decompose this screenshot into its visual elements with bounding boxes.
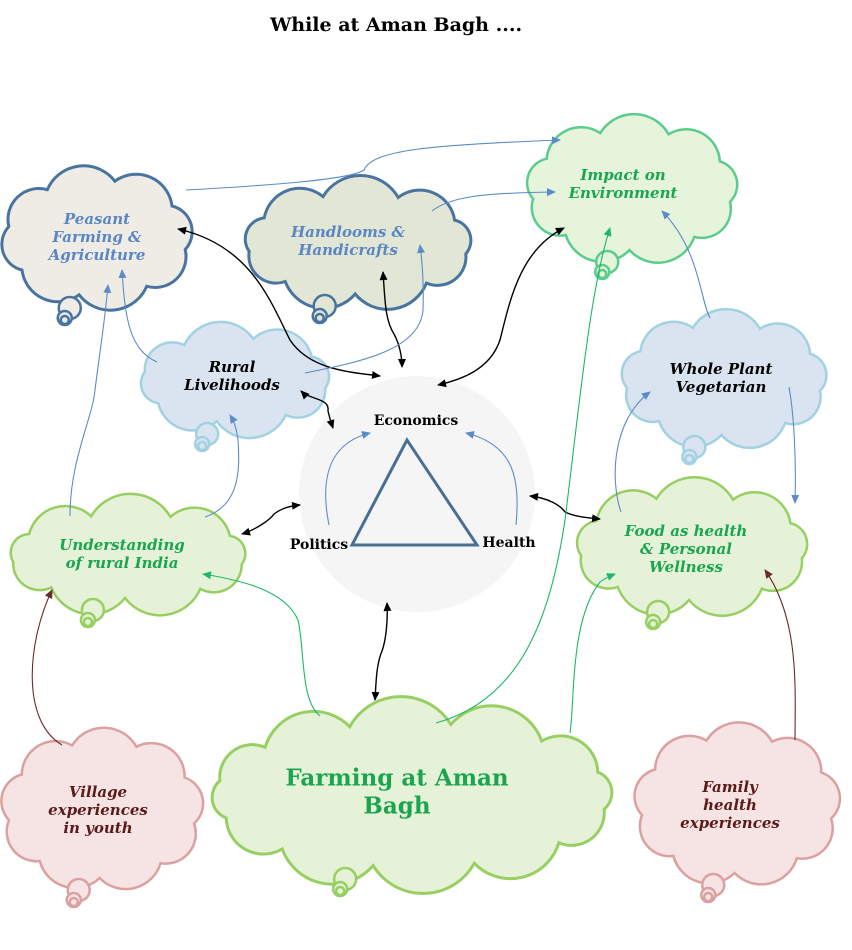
connector-peasant-environment [185, 136, 561, 191]
diagram-title: While at Aman Bagh .... [269, 14, 523, 36]
food-as-health-label: Food as health & Personal Wellness [624, 522, 748, 576]
connector-food-health [529, 492, 601, 523]
cloud-shape-village [0, 726, 205, 891]
vegetarian-label: Whole Plant Vegetarian [669, 360, 773, 396]
economics-label: Economics [373, 413, 459, 429]
cloud-vegetarian [620, 307, 828, 466]
connector-environment-economics [437, 227, 565, 388]
politics-label: Politics [289, 537, 349, 553]
thought-bubble-handlooms-2 [314, 312, 325, 324]
thought-bubble-farming-2 [334, 885, 346, 897]
cloud-shape-vegetarian [620, 307, 828, 450]
peasant-farming-label: Peasant Farming & Agriculture [48, 210, 146, 264]
connector-peasant-economics [177, 226, 381, 379]
cloud-shape-peasant [0, 164, 194, 312]
handlooms-label: Handlooms & Handicrafts [290, 223, 406, 259]
connector-rural-handlooms [304, 244, 426, 374]
cloud-farming [210, 695, 614, 898]
cloud-food [575, 476, 809, 631]
cloud-shape-food [575, 476, 809, 617]
connector-rural-peasant [118, 269, 158, 363]
connector-handlooms-economics [379, 271, 406, 368]
connector-health-economics [465, 431, 518, 526]
thought-bubble-vegetarian-2 [684, 453, 695, 465]
cloud-shape-environment [525, 112, 739, 264]
village-experiences-label: Village experiences in youth [48, 783, 148, 837]
connector-farming-hub [371, 602, 392, 701]
cloud-village [0, 726, 205, 909]
cloud-environment [525, 112, 739, 281]
connector-farming-understanding [202, 571, 321, 717]
cloud-shape-farming [210, 695, 614, 895]
rural-livelihoods-label: Rural Livelihoods [184, 358, 280, 394]
understanding-rural-india-label: Understanding of rural India [59, 536, 185, 572]
thought-bubble-family-2 [702, 891, 714, 903]
thought-bubble-village-2 [68, 896, 79, 908]
environment-label: Impact on Environment [568, 166, 678, 202]
farming-at-aman-bagh-label: Farming at Aman Bagh [285, 764, 509, 819]
connector-understanding-rural [204, 414, 240, 518]
connector-village-understanding [31, 589, 63, 746]
connector-food-vegetarian [614, 391, 651, 513]
health-label: Health [482, 535, 536, 551]
thought-bubble-rural-2 [196, 440, 208, 452]
cloud-shape-family [633, 721, 842, 886]
thought-bubble-food-2 [647, 618, 659, 630]
connector-understanding-peasant [69, 284, 112, 517]
cloud-family [633, 721, 842, 904]
thought-bubble-understanding-2 [82, 616, 94, 628]
connector-handlooms-environment [431, 188, 556, 212]
connector-politics-economics [325, 431, 371, 526]
thought-bubble-peasant-2 [59, 314, 71, 326]
cloud-understanding [9, 492, 247, 629]
central-hub-circle [299, 376, 535, 612]
connector-vegetarian-environment [661, 210, 711, 319]
cloud-peasant [0, 164, 194, 327]
connector-understanding-politics [241, 501, 301, 536]
connector-family-food [764, 569, 796, 741]
cloud-shape-understanding [9, 492, 247, 617]
connector-vegetarian-food [788, 386, 800, 504]
economics-politics-health-triangle [349, 437, 480, 547]
family-health-label: Family health experiences [680, 778, 780, 832]
connector-farming-food [569, 573, 616, 734]
connector-farming-environment [435, 227, 612, 724]
connector-rural-economics [300, 390, 335, 429]
